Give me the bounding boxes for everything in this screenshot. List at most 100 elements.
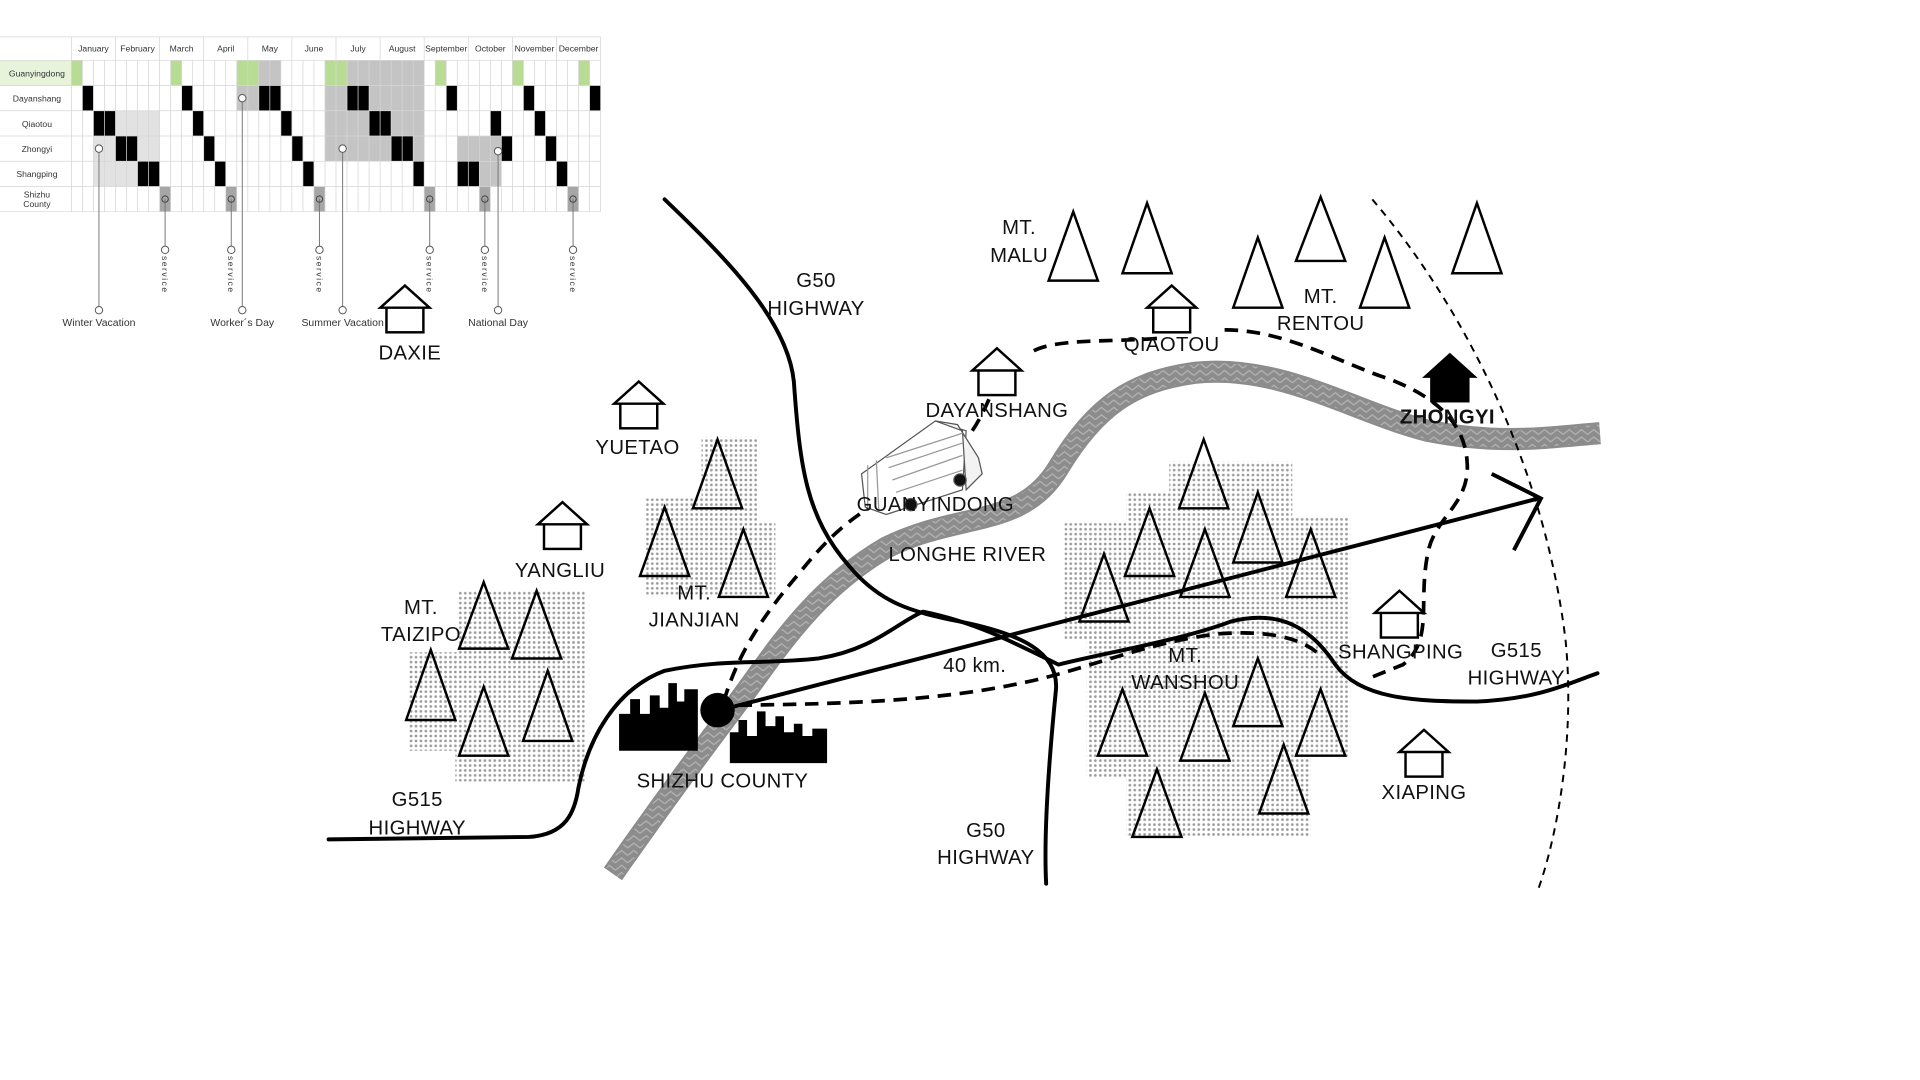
row-header: Guanyingdong <box>9 68 65 78</box>
house-body <box>1379 610 1420 639</box>
label-mt-rentou: MT. <box>1304 286 1338 308</box>
arrowhead <box>1490 472 1544 552</box>
house-icon <box>969 346 1025 397</box>
house-body <box>542 521 583 551</box>
label-guanyindong: GUANYINDONG <box>857 494 1014 516</box>
service-label: service <box>314 256 324 294</box>
month-header: December <box>559 44 599 54</box>
schedule-cell-b <box>291 136 303 162</box>
schedule-cell-s <box>369 85 425 111</box>
mountain-icon <box>1284 525 1338 599</box>
month-header: March <box>170 44 194 54</box>
mountain-icon <box>457 578 511 650</box>
service-marker <box>569 195 577 203</box>
month-header: May <box>262 44 279 54</box>
label-g50-top: G50 <box>796 270 835 292</box>
schedule-cell-b <box>534 110 546 136</box>
schedule-cell-b <box>192 110 204 136</box>
label-daxie: DAXIE <box>378 342 441 364</box>
label-yangliu: YANGLIU <box>515 560 605 582</box>
forest-areas <box>408 436 1351 837</box>
house-body <box>619 401 659 430</box>
house-icon <box>610 379 667 430</box>
month-header: August <box>389 44 416 54</box>
house-body <box>1430 374 1470 403</box>
service-marker <box>480 245 490 255</box>
schedule-cell-g <box>71 60 83 86</box>
service-label: service <box>568 256 578 294</box>
schedule-cell-b <box>82 85 94 111</box>
row-header: Zhongyi <box>22 144 53 154</box>
schedule-cell-g <box>435 60 447 86</box>
truck-icon <box>860 420 983 516</box>
row-header: Shangping <box>16 169 57 179</box>
month-header: April <box>217 44 234 54</box>
house-roof <box>534 500 591 526</box>
label-g515-left-type: HIGHWAY <box>369 817 466 839</box>
event-marker <box>94 305 104 315</box>
label-g515-right-type: HIGHWAY <box>1468 667 1565 689</box>
event-marker <box>338 305 347 315</box>
road-g515 <box>326 609 1600 842</box>
row-header: Dayanshang <box>13 94 62 104</box>
service-marker <box>160 245 170 255</box>
service-marker <box>425 245 434 255</box>
house-roof <box>1371 589 1428 615</box>
schedule-cell-s <box>391 110 425 136</box>
service-label: service <box>160 256 170 294</box>
shizhu-hub <box>700 692 735 728</box>
forest-jianjian <box>646 436 776 597</box>
house-body <box>977 368 1017 397</box>
schedule-cell-g <box>512 60 524 86</box>
road-g50 <box>662 197 1058 886</box>
month-header: February <box>120 44 155 54</box>
forest-taizipo <box>408 590 585 782</box>
event-marker <box>238 305 247 315</box>
roads <box>326 197 1600 886</box>
label-g50-bottom-type: HIGHWAY <box>937 847 1034 869</box>
schedule-cell-b <box>545 136 557 162</box>
delivery-route-north <box>721 328 1469 703</box>
schedule-cell-g <box>578 60 590 86</box>
city-icon <box>619 683 828 764</box>
house-icon <box>1396 728 1452 778</box>
house-icon <box>377 283 433 334</box>
mountain-icon <box>521 667 575 743</box>
mountain-icon <box>691 435 744 510</box>
schedule-cell-b <box>556 161 568 187</box>
house-roof <box>1422 352 1478 378</box>
schedule-cell-b <box>203 136 215 162</box>
label-zhongyi: ZHONGYI <box>1400 406 1495 428</box>
house-roof <box>377 283 433 309</box>
label-shangping: SHANGPING <box>1338 641 1463 663</box>
month-header: November <box>515 44 555 54</box>
house-filled-icon <box>1422 352 1478 403</box>
service-marker <box>315 195 324 203</box>
mountain-icons <box>404 193 1504 839</box>
mountain-icon <box>1096 685 1149 757</box>
mountain-icon <box>457 683 511 757</box>
mountain-icon <box>1130 765 1184 839</box>
label-mt-taizipo: MT. <box>404 597 438 619</box>
label-qiaotou: QIAOTOU <box>1124 334 1220 356</box>
event-label: National Day <box>468 318 529 329</box>
mountain-icon <box>1450 199 1504 275</box>
mountain-icon <box>1077 550 1131 623</box>
house-roof <box>1143 283 1200 309</box>
label-mt-jianjian-name: JIANJIAN <box>649 609 740 631</box>
label-g515-right: G515 <box>1491 640 1542 662</box>
schedule-cell-s <box>413 136 425 162</box>
schedule-cell-b <box>413 161 425 187</box>
service-marker <box>426 195 434 203</box>
mountain-icon <box>1294 193 1348 263</box>
month-header: September <box>425 44 467 54</box>
month-header: October <box>475 44 506 54</box>
event-label: Winter Vacation <box>62 318 135 329</box>
label-river: LONGHE RIVER <box>888 544 1046 566</box>
event-label: Summer Vacation <box>301 318 383 329</box>
mountain-icon <box>1231 233 1285 309</box>
house-icon <box>1143 283 1200 334</box>
